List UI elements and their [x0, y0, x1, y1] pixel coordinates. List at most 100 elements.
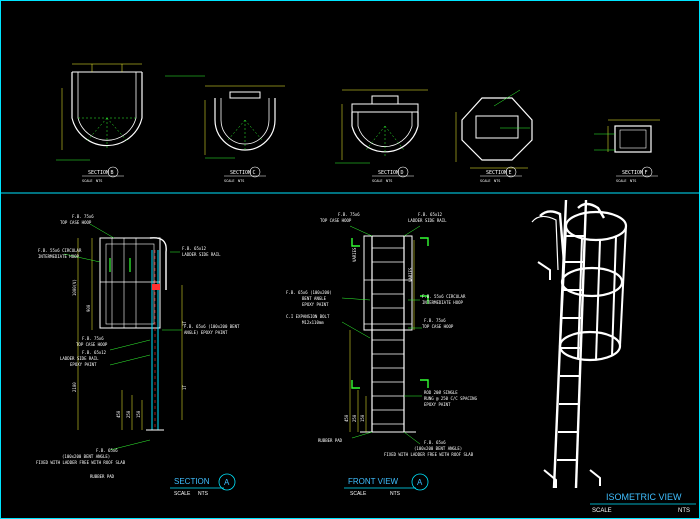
- section-b-scale-label: SCALE: [82, 179, 93, 183]
- fv-dim-2: VARIES: [352, 247, 357, 262]
- fv-top-l2: TOP CASE HOOP: [320, 218, 352, 223]
- section-b-mark: B: [111, 170, 114, 176]
- sa-rail-l2: LADDER SIDE RAIL: [182, 252, 221, 257]
- section-b-drawing: [56, 63, 143, 161]
- sa-fb75-l1: F.B. 75x6: [72, 214, 94, 219]
- section-f-scale-value: NTS: [630, 179, 636, 183]
- isometric-view-scale-value: NTS: [678, 508, 690, 514]
- fv-rod-l1: ROD 20Ø SINGLE: [424, 390, 458, 395]
- sa-base-l3: FIXED WITH LADDER FREE WITH ROOF SLAB: [36, 460, 126, 465]
- sa-side2-l3: EPOXY PAINT: [70, 362, 97, 367]
- fv-pad: RUBBER PAD: [318, 438, 343, 443]
- fv-rail-l2: LADDER SIDE RAIL: [408, 218, 447, 223]
- front-view-scale-value: NTS: [390, 491, 401, 497]
- sa-dim-6: 150: [136, 410, 141, 418]
- fv-bent-l1: F.B. 65x6 (100x200): [286, 290, 332, 295]
- sa-fb75-l2: TOP CASE HOOP: [60, 220, 92, 225]
- fv-rod-l2: RUNG @ 250 C/C SPACING: [424, 396, 478, 401]
- section-f-title-block: SECTION F SCALE NTS: [616, 166, 658, 183]
- sa-rail-l1: F.B. 65x12: [182, 246, 207, 251]
- section-c-scale-value: NTS: [238, 179, 244, 183]
- fv-base-l3: FIXED WITH LADDER FREE WITH ROOF SLAB: [384, 452, 474, 457]
- section-a-labels: F.B. 75x6 TOP CASE HOOP F.B. 55x6 CIRCUL…: [36, 214, 240, 479]
- sa-dim-8: 1T: [182, 385, 187, 390]
- front-view-title: FRONT VIEW: [348, 477, 399, 486]
- section-b-scale-value: NTS: [96, 179, 102, 183]
- section-a-drawing: [63, 223, 183, 451]
- fv-dim-4: 250: [352, 414, 357, 422]
- fv-bent-l2: BENT ANGLE: [302, 296, 327, 301]
- section-b-title-block: SECTION B SCALE NTS: [82, 166, 124, 183]
- section-d-scale-label: SCALE: [372, 179, 383, 183]
- section-e-scale-label: SCALE: [480, 179, 491, 183]
- section-f-scale-label: SCALE: [616, 179, 627, 183]
- front-view-mark: A: [417, 478, 423, 487]
- fv-circ-l1: F.B. 55x6 CIRCULAR: [422, 294, 466, 299]
- sa-side2-l2: LADDER SIDE RAIL: [60, 356, 99, 361]
- section-f-drawing: [594, 119, 660, 153]
- sa-bent-l1: F.B. 65x6 (100x200 BENT: [184, 324, 240, 329]
- section-c-title-block: SECTION C SCALE NTS: [224, 166, 266, 183]
- isometric-view-drawing: [531, 199, 628, 489]
- section-d-drawing: [335, 89, 428, 164]
- section-a-title: SECTION: [174, 477, 210, 486]
- fv-hoop-l2: TOP CASE HOOP: [422, 324, 454, 329]
- front-view-labels: F.B. 75x6 TOP CASE HOOP F.B. 65x12 LADDE…: [286, 212, 478, 457]
- section-e-mark: E: [509, 170, 512, 176]
- sa-dim-5: 250: [126, 410, 131, 418]
- fv-base-l2: (100x200 BENT ANGLE): [414, 446, 462, 451]
- section-c-scale-label: SCALE: [224, 179, 235, 183]
- section-d-title-block: SECTION D SCALE NTS: [372, 166, 414, 183]
- section-a-title-block: SECTION A SCALE NTS: [170, 473, 236, 497]
- section-d-mark: D: [401, 170, 404, 176]
- section-a-mark: A: [224, 478, 230, 487]
- section-e-title-block: SECTION E SCALE NTS: [480, 166, 522, 183]
- sa-dim-3: 2100: [72, 382, 77, 392]
- isometric-view-title-block: ISOMETRIC VIEW SCALE NTS: [590, 492, 696, 514]
- fv-dim-3: 450: [344, 414, 349, 422]
- sa-base-l1: F.B. 65x6: [96, 448, 118, 453]
- sa-dim-2: 900: [86, 304, 91, 312]
- section-d-scale-value: NTS: [386, 179, 392, 183]
- section-e-scale-value: NTS: [494, 179, 500, 183]
- fv-rail-l1: F.B. 65x12: [418, 212, 443, 217]
- sa-pad: RUBBER PAD: [90, 474, 115, 479]
- front-view-title-block: FRONT VIEW A SCALE NTS: [344, 473, 429, 497]
- front-view-drawing: [341, 225, 429, 445]
- section-a-scale-value: NTS: [198, 491, 209, 497]
- section-b-title: SECTION: [88, 170, 109, 176]
- sa-dim-7: 1T: [182, 321, 187, 326]
- section-c-drawing: [165, 75, 285, 159]
- sa-top2-l2: TOP CASE HOOP: [76, 342, 108, 347]
- section-d-title: SECTION: [378, 170, 399, 176]
- fv-dim-1: VARIES: [408, 267, 413, 282]
- section-e-title: SECTION: [486, 170, 507, 176]
- fv-circ-l2: INTERMEDIATE HOOP: [422, 300, 464, 305]
- section-e-drawing: [455, 89, 533, 169]
- front-view-scale-label: SCALE: [350, 491, 367, 497]
- sa-base-l2: (100x200 BENT ANGLE): [62, 454, 110, 459]
- fv-dim-5: 150: [360, 414, 365, 422]
- isometric-view-scale-label: SCALE: [592, 508, 612, 514]
- fv-rod-l3: EPOXY PAINT: [424, 402, 451, 407]
- section-f-mark: F: [645, 170, 648, 176]
- fv-bent-l3: EPOXY PAINT: [302, 302, 329, 307]
- sa-bent-l2: ANGLE) EPOXY PAINT: [184, 330, 228, 335]
- section-c-mark: C: [253, 170, 256, 176]
- fv-base-l1: F.B. 65x6: [424, 440, 446, 445]
- section-f-title: SECTION: [622, 170, 643, 176]
- section-a-scale-label: SCALE: [174, 491, 191, 497]
- section-c-title: SECTION: [230, 170, 251, 176]
- sa-fb55-l1: F.B. 55x6 CIRCULAR: [38, 248, 82, 253]
- isometric-view-title: ISOMETRIC VIEW: [606, 492, 682, 502]
- sa-fb55-l2: INTERMEDIATE HOOP: [38, 254, 80, 259]
- sa-dim-4: 450: [116, 410, 121, 418]
- fv-bolt-l2: M12x110mm: [302, 320, 324, 325]
- fv-top-l1: F.B. 75x6: [338, 212, 360, 217]
- fv-hoop-l1: F.B. 75x6: [424, 318, 446, 323]
- sa-top2-l1: F.B. 75x6: [82, 336, 104, 341]
- sa-dim-1: 1000(V): [72, 279, 77, 296]
